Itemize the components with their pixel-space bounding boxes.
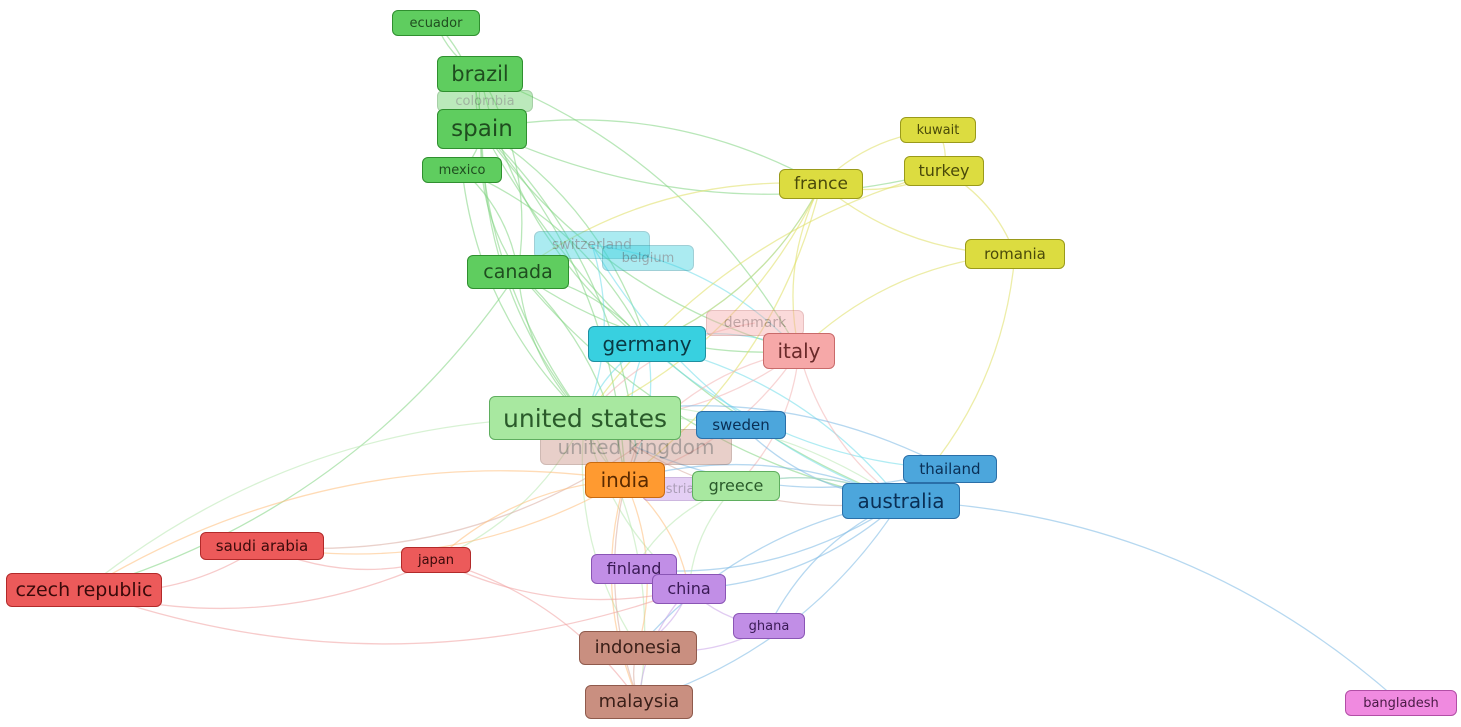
node-mexico[interactable]: mexico bbox=[422, 157, 502, 183]
node-indonesia[interactable]: indonesia bbox=[579, 631, 697, 665]
node-australia[interactable]: australia bbox=[842, 483, 960, 519]
node-greece[interactable]: greece bbox=[692, 471, 780, 501]
node-canada[interactable]: canada bbox=[467, 255, 569, 289]
node-czech-republic[interactable]: czech republic bbox=[6, 573, 162, 607]
node-malaysia[interactable]: malaysia bbox=[585, 685, 693, 719]
edge-india-czech-republic bbox=[83, 470, 626, 591]
edge-australia-ghana bbox=[768, 500, 902, 627]
node-italy[interactable]: italy bbox=[763, 333, 835, 369]
edge-spain-germany bbox=[481, 128, 648, 345]
edge-turkey-united-states bbox=[584, 170, 945, 419]
edge-france-canada bbox=[517, 182, 822, 273]
edge-spain-france bbox=[481, 119, 822, 185]
edge-australia-bangladesh bbox=[900, 500, 1402, 704]
node-turkey[interactable]: turkey bbox=[904, 156, 984, 186]
edge-united-states-indonesia bbox=[581, 417, 639, 649]
edge-switzerland-australia bbox=[591, 244, 902, 502]
edge-switzerland-italy bbox=[591, 244, 800, 352]
node-denmark[interactable]: denmark bbox=[706, 310, 804, 336]
node-india[interactable]: india bbox=[585, 462, 665, 498]
edge-spain-turkey bbox=[481, 128, 945, 195]
edge-czech-republic-china bbox=[83, 588, 690, 645]
edge-canada-india bbox=[517, 271, 626, 481]
node-sweden[interactable]: sweden bbox=[696, 411, 786, 439]
node-kuwait[interactable]: kuwait bbox=[900, 117, 976, 143]
node-thailand[interactable]: thailand bbox=[903, 455, 997, 483]
node-france[interactable]: france bbox=[779, 169, 863, 199]
edge-spain-italy bbox=[481, 128, 800, 352]
node-ghana[interactable]: ghana bbox=[733, 613, 805, 639]
node-germany[interactable]: germany bbox=[588, 326, 706, 362]
node-finland[interactable]: finland bbox=[591, 554, 677, 584]
edge-mexico-germany bbox=[461, 169, 648, 345]
edge-brazil-canada bbox=[479, 73, 523, 273]
node-switzerland[interactable]: switzerland bbox=[534, 231, 650, 259]
edge-brazil-italy bbox=[479, 73, 800, 352]
node-brazil[interactable]: brazil bbox=[437, 56, 523, 92]
edge-france-india bbox=[624, 183, 822, 481]
node-saudi-arabia[interactable]: saudi arabia bbox=[200, 532, 324, 560]
edge-india-malaysia bbox=[610, 479, 640, 703]
node-romania[interactable]: romania bbox=[965, 239, 1065, 269]
node-belgium[interactable]: belgium bbox=[602, 245, 694, 271]
node-ecuador[interactable]: ecuador bbox=[392, 10, 480, 36]
node-united-states[interactable]: united states bbox=[489, 396, 681, 440]
node-japan[interactable]: japan bbox=[401, 547, 471, 573]
edge-canada-czech-republic bbox=[83, 271, 519, 591]
node-china[interactable]: china bbox=[652, 574, 726, 604]
edge-layer bbox=[83, 22, 1402, 704]
node-spain[interactable]: spain bbox=[437, 109, 527, 149]
node-bangladesh[interactable]: bangladesh bbox=[1345, 690, 1457, 716]
edge-mexico-united-states bbox=[461, 169, 586, 419]
